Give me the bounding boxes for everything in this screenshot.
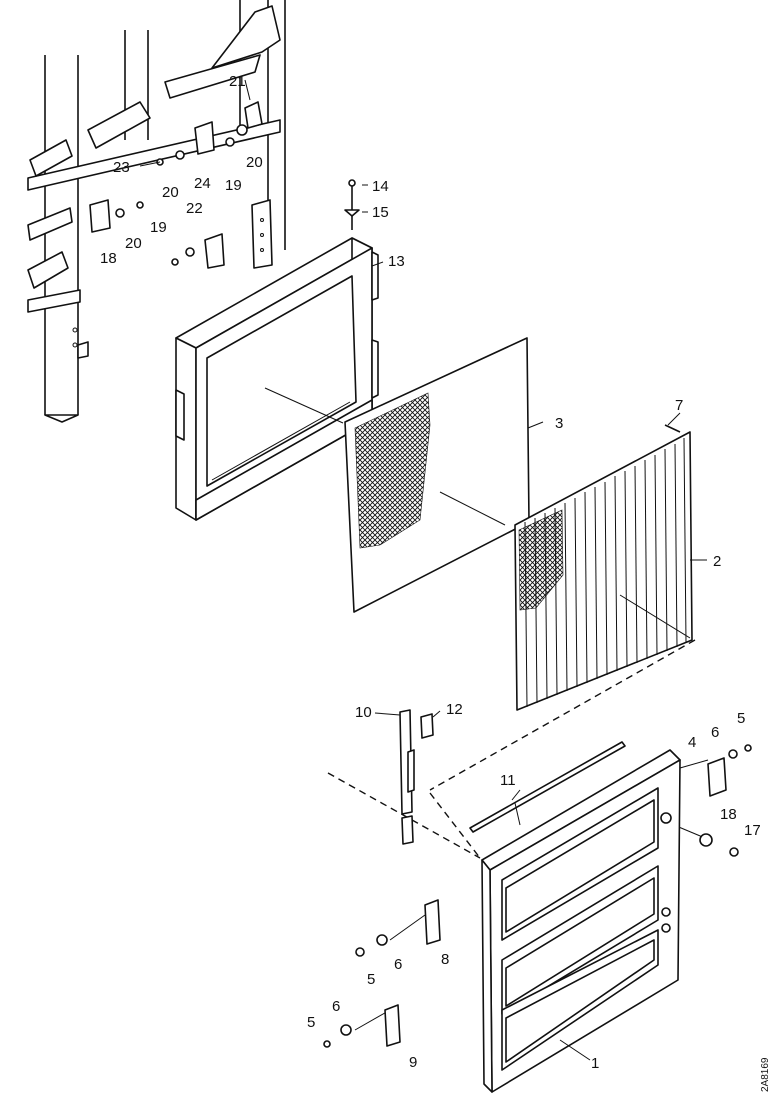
callout-21: 21	[229, 73, 246, 90]
callout-15: 15	[372, 204, 389, 221]
figure-id: 2A8169	[760, 1057, 771, 1092]
callout-5-upper: 5	[737, 710, 745, 727]
callout-6-middle: 6	[394, 956, 402, 973]
callout-17: 17	[744, 822, 761, 839]
cabinet-frame	[27, 0, 286, 423]
callout-18-door: 18	[720, 806, 737, 823]
callout-19-upper: 19	[225, 177, 242, 194]
callout-5-lower: 5	[307, 1014, 315, 1031]
callout-2: 2	[713, 553, 721, 570]
callout-9: 9	[409, 1054, 417, 1071]
callout-23: 23	[113, 159, 130, 176]
callout-6-lower: 6	[332, 998, 340, 1015]
alignment-lines	[327, 639, 709, 1031]
callout-1: 1	[591, 1055, 599, 1072]
callout-8: 8	[441, 951, 449, 968]
filter-frame	[175, 237, 379, 521]
leader-lines	[139, 79, 707, 1061]
callout-3: 3	[555, 415, 563, 432]
callout-5-middle: 5	[367, 971, 375, 988]
door-hardware	[323, 744, 752, 1048]
filter-mesh-panel	[264, 337, 530, 613]
callout-12: 12	[446, 701, 463, 718]
frame-hardware	[89, 101, 360, 269]
callout-13: 13	[388, 253, 405, 270]
callout-20-middle: 20	[162, 184, 179, 201]
hinge-strip	[399, 709, 434, 845]
callout-24: 24	[194, 175, 211, 192]
callout-20-right: 20	[246, 154, 263, 171]
front-door	[481, 749, 681, 1093]
callout-4: 4	[688, 734, 696, 751]
callout-20-left: 20	[125, 235, 142, 252]
callout-19-lower: 19	[150, 219, 167, 236]
callout-22: 22	[186, 200, 203, 217]
pleated-filter	[514, 424, 693, 711]
rod	[469, 741, 626, 833]
callout-labels: 1 2 3 4 5 5 5 6 6 6 7 8 9 10 11 12 13 14…	[100, 73, 771, 1092]
callout-14: 14	[372, 178, 389, 195]
callout-18-frame: 18	[100, 250, 117, 267]
callout-11: 11	[500, 772, 516, 789]
callout-6-upper: 6	[711, 724, 719, 741]
callout-7: 7	[675, 397, 683, 414]
callout-10: 10	[355, 704, 372, 721]
